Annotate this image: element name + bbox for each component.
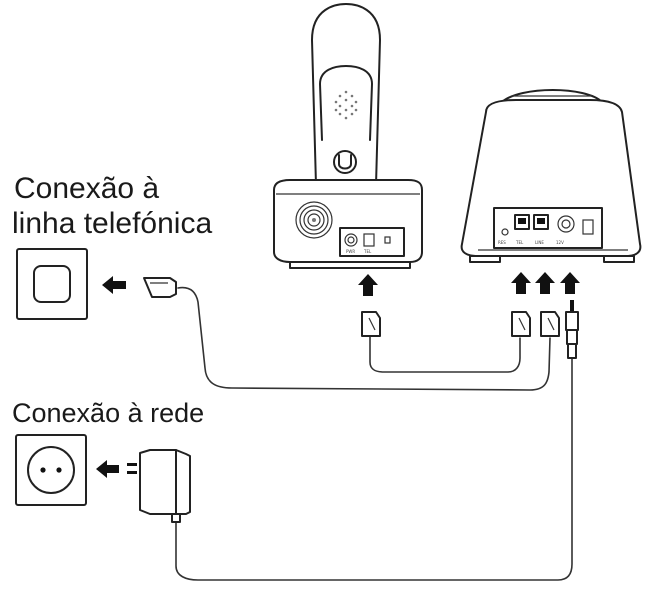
phone-plug-icon: [143, 277, 177, 298]
phone-plug-icon: [540, 311, 560, 337]
power-adapter-cable: [175, 357, 573, 581]
phone-wall-socket-icon: [16, 248, 88, 320]
base-speaker-icon: [295, 201, 333, 239]
arrow-up-icon: [358, 274, 378, 296]
dc-power-plug-icon: [565, 300, 579, 359]
svg-text:RES: RES: [498, 240, 506, 245]
telephone-handset-icon: [311, 3, 381, 186]
svg-text:PWR: PWR: [346, 249, 355, 254]
power-adapter-icon: [127, 449, 191, 523]
phone-line-cable: [177, 286, 551, 391]
handset-base-cable: [369, 335, 521, 373]
arrow-up-icon: [535, 272, 555, 294]
svg-text:12V: 12V: [556, 240, 564, 245]
base-back-panel: PWR TEL: [339, 227, 405, 257]
arrow-left-icon: [102, 276, 126, 294]
phone-line-label-continued: linha telefónica: [12, 207, 213, 240]
svg-text:LINE: LINE: [535, 240, 544, 245]
base-station-icon: RES TEL LINE 12V: [460, 89, 642, 263]
earpiece-speaker-icon: [334, 90, 358, 120]
arrow-up-icon: [511, 272, 531, 294]
svg-text:TEL: TEL: [515, 240, 524, 245]
phone-plug-icon: [361, 311, 381, 337]
arrow-up-icon: [560, 272, 580, 294]
charging-base-icon: PWR TEL: [273, 179, 423, 269]
power-wall-socket-icon: [15, 434, 87, 506]
phone-plug-icon: [511, 311, 531, 337]
brand-logo-icon: [333, 150, 357, 174]
phone-line-label: Conexão à: [14, 172, 160, 205]
power-connection-label: Conexão à rede: [12, 398, 205, 428]
svg-text:TEL: TEL: [363, 249, 372, 254]
arrow-left-icon: [96, 460, 119, 478]
